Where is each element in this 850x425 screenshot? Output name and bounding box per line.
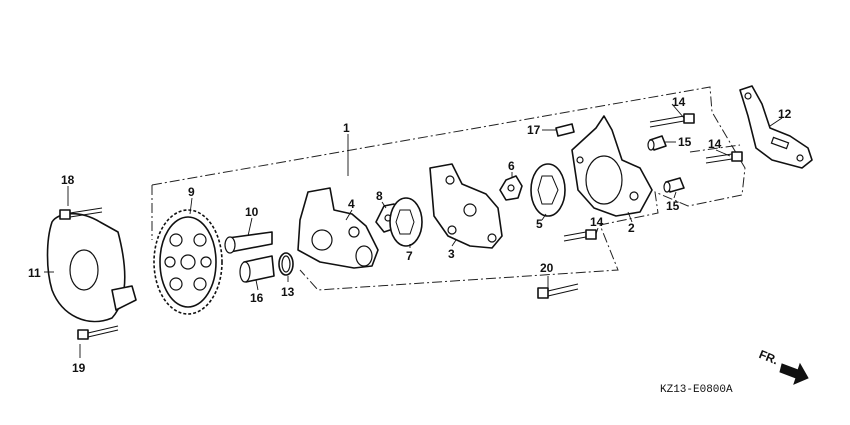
part-19-bolt: [77, 325, 119, 340]
label-part-19: 19: [72, 361, 86, 375]
part-20-bolt: [537, 283, 579, 299]
front-arrow-icon: [779, 362, 809, 385]
part-13-oring: [278, 252, 294, 276]
part-14-bolt-bottom: [563, 229, 597, 242]
part-7-outer-rotor: [389, 197, 423, 247]
leader-lines: [44, 103, 783, 358]
label-part-17: 17: [527, 123, 541, 137]
label-part-4: 4: [348, 197, 355, 211]
label-part-11: 11: [28, 266, 41, 280]
label-part-14-right: 14: [708, 137, 722, 151]
label-part-3: 3: [448, 247, 455, 261]
label-part-20: 20: [540, 261, 554, 275]
assembly-frame: [151, 86, 746, 291]
label-part-15-top: 15: [678, 135, 692, 149]
label-part-12: 12: [778, 107, 792, 121]
part-18-bolt: [59, 207, 103, 220]
label-part-9: 9: [188, 185, 195, 199]
part-14-bolt-top: [649, 113, 695, 128]
part-11-cover: [46, 212, 137, 323]
label-part-5: 5: [536, 217, 543, 231]
part-12-bracket: [739, 85, 813, 169]
label-part-18: 18: [61, 173, 75, 187]
part-2-housing: [571, 115, 653, 217]
label-part-13: 13: [281, 285, 295, 299]
label-part-16: 16: [250, 291, 264, 305]
part-3-plate: [429, 163, 503, 249]
label-part-7: 7: [406, 249, 413, 263]
part-15-dowel-top: [647, 135, 667, 151]
diagram-code: KZ13-E0800A: [660, 384, 733, 396]
part-15-dowel-bottom: [663, 177, 685, 193]
label-part-6: 6: [508, 159, 515, 173]
part-17-pin: [555, 123, 575, 137]
label-part-8: 8: [376, 189, 383, 203]
label-part-1: 1: [343, 121, 350, 135]
part-16-collar: [239, 255, 275, 283]
label-part-14-top: 14: [672, 95, 686, 109]
label-part-2: 2: [628, 221, 635, 235]
label-part-10: 10: [245, 205, 259, 219]
part-5-outer-rotor: [530, 163, 566, 217]
label-part-15-bottom: 15: [666, 199, 680, 213]
front-direction-indicator: FR.: [757, 347, 809, 385]
part-10-shaft: [224, 231, 273, 254]
part-labels: 1 2 3 4 5 6 7 8 9 10 11 12 13 14 14 14 1…: [28, 95, 792, 375]
part-6-inner-rotor: [499, 175, 523, 201]
label-part-14-bottom: 14: [590, 215, 604, 229]
direction-label: FR.: [757, 347, 780, 367]
part-4-pump-body: [297, 187, 379, 269]
part-9-gear: [153, 209, 223, 315]
